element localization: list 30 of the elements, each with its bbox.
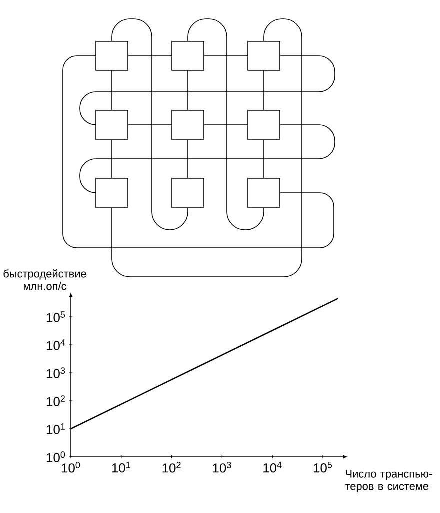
connector-line	[62, 56, 334, 248]
x-axis-title: Число транспью- теров в системе	[345, 470, 432, 492]
connector-line	[188, 18, 264, 230]
x-tick-label: 10$^{2}$	[162, 462, 181, 473]
y-tick-label: 10$^{5}$	[47, 312, 66, 322]
y-tick-label: 10$^{2}$	[47, 396, 66, 406]
square-node	[172, 110, 204, 140]
y-tick-label: 10$^{4}$	[47, 340, 66, 350]
x-tick-label: 10$^{5}$	[314, 462, 332, 473]
connector-line	[80, 56, 336, 126]
connector-line	[204, 124, 248, 126]
square-node	[248, 41, 280, 71]
connector-line	[128, 124, 172, 126]
square-node	[96, 41, 128, 71]
y-tick-label: 10$^{1}$	[47, 424, 66, 434]
square-node	[96, 110, 128, 140]
y-axis-title: быстродействие млн.оп/с	[4, 270, 86, 290]
square-node	[248, 110, 280, 140]
x-tick-label: 10$^{1}$	[112, 462, 130, 473]
square-node	[248, 178, 280, 208]
square-node	[172, 178, 204, 208]
x-tick-label: 10$^{4}$	[264, 462, 282, 473]
y-tick-label: 10$^{3}$	[47, 368, 66, 378]
connector-line	[112, 18, 188, 230]
connector-line	[80, 124, 336, 194]
y-tick-label: 10$^{0}$	[47, 452, 66, 462]
x-tick-label: 10$^{0}$	[62, 462, 80, 473]
square-node	[172, 41, 204, 71]
x-tick-label: 10$^{3}$	[213, 462, 232, 473]
square-node	[96, 178, 128, 208]
